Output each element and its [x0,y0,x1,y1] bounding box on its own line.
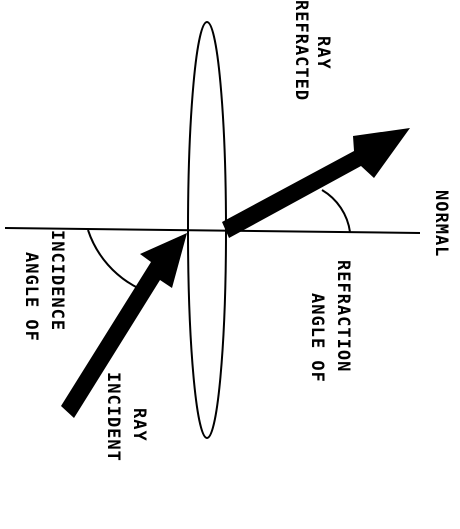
normal-line [4,227,421,234]
incident-ray-label-line1: INCIDENT [103,372,123,462]
angle-of-refraction-label-line1: ANGLE OF [307,293,327,383]
angle-of-refraction-arc [321,189,351,233]
angle-of-refraction-label-line2: REFRACTION [333,260,353,372]
incident-ray-arrow [61,233,187,418]
refracted-ray-label-line1: REFRACTED [291,0,311,101]
normal-label: NORMAL [431,190,451,257]
angle-of-incidence-label-line2: INCIDENCE [47,230,67,331]
refracted-ray-arrow [222,128,410,238]
refracted-ray-label-line2: RAY [313,36,333,70]
incident-ray-label-line2: RAY [129,408,149,442]
angle-of-incidence-arc [87,229,141,290]
angle-of-incidence-label-line1: ANGLE OF [21,252,41,342]
